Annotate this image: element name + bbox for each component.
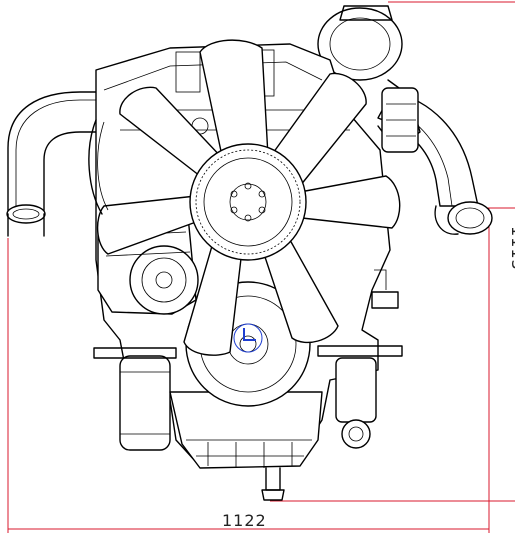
fan-blade-up-right [267,72,367,187]
cooling-fan [97,39,401,356]
engine-mount-right [371,269,399,309]
fan-blade-down [183,245,243,356]
fan-hub [189,143,307,261]
right-outlet-pipe [377,91,493,235]
fuel-filter-right [317,345,403,449]
fan-blade-up [199,39,269,157]
width-dimension-label: 1122 [222,511,267,530]
dimension-lines [7,1,515,533]
fan-blade-left [97,195,197,255]
left-intake-pipe [6,91,111,237]
coolant-hose-left [88,119,109,215]
oil-pan [169,391,323,501]
fan-blade-right [299,175,401,229]
crank-center-mark [233,323,263,353]
height-dimension-label: 1113 [508,226,515,271]
fan-blade-down-right [261,239,339,344]
oil-filter-left [93,347,177,451]
fan-blade-up-left [119,86,225,177]
turbocharger-housing [317,5,421,153]
